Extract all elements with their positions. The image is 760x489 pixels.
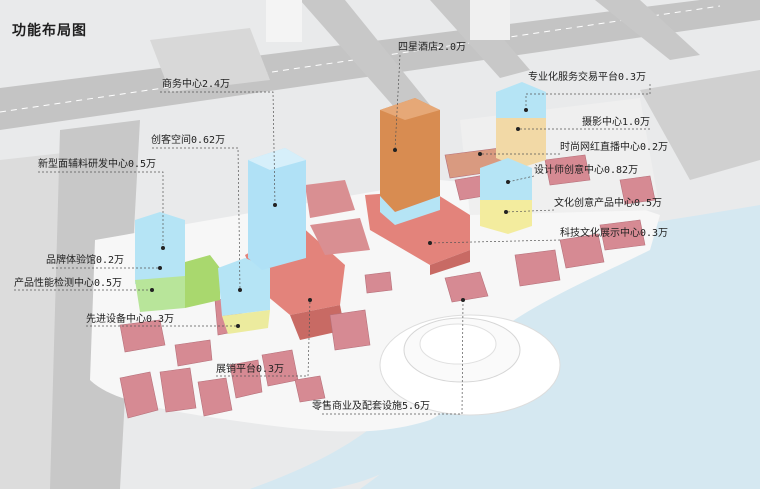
label-live-streaming: 时尚网红直播中心0.2万	[560, 142, 668, 154]
label-service-trading: 专业化服务交易平台0.3万	[528, 72, 646, 84]
leader-dot	[158, 266, 162, 270]
label-business-center: 商务中心2.4万	[162, 79, 230, 91]
label-retail-facilities: 零售商业及配套设施5.6万	[312, 401, 430, 413]
leader-dot	[524, 108, 528, 112]
label-new-materials-rd: 新型面辅料研发中心0.5万	[38, 159, 156, 171]
tower-new-materials	[135, 212, 185, 262]
label-advanced-equipment: 先进设备中心0.3万	[86, 314, 174, 326]
leader-dot	[461, 298, 465, 302]
leader-dot	[150, 288, 154, 292]
retail-block	[365, 272, 392, 293]
bg-tower-1	[266, 0, 302, 42]
retail-block	[198, 378, 232, 416]
label-photography: 摄影中心1.0万	[582, 117, 650, 129]
green-wing	[185, 255, 220, 308]
stadium-top	[420, 324, 496, 364]
page-title: 功能布局图	[12, 20, 87, 40]
leader-dot	[273, 203, 277, 207]
label-four-star-hotel: 四星酒店2.0万	[398, 42, 466, 54]
leader-dot	[516, 127, 520, 131]
label-designer-innovation: 设计师创意中心0.82万	[534, 165, 638, 177]
label-brand-experience: 品牌体验馆0.2万	[46, 255, 124, 267]
retail-block	[160, 368, 196, 412]
retail-block	[330, 310, 370, 350]
bg-tower-2	[470, 0, 510, 40]
leader-dot	[236, 324, 240, 328]
label-product-testing: 产品性能检测中心0.5万	[14, 278, 122, 290]
leader-dot	[161, 246, 165, 250]
leader-dot	[504, 210, 508, 214]
leader-dot	[308, 298, 312, 302]
leader-dot	[506, 180, 510, 184]
leader-dot	[428, 241, 432, 245]
label-cultural-products: 文化创意产品中心0.5万	[554, 198, 662, 210]
label-tech-culture-display: 科技文化展示中心0.3万	[560, 228, 668, 240]
leader-dot	[393, 148, 397, 152]
leader-dot	[478, 152, 482, 156]
leader-dot	[238, 288, 242, 292]
label-creative-space: 创客空间0.62万	[151, 135, 225, 147]
retail-block	[515, 250, 560, 286]
label-exhibition-sales: 展销平台0.3万	[216, 364, 284, 376]
retail-block	[295, 376, 325, 402]
tower-product-testing	[135, 276, 185, 312]
